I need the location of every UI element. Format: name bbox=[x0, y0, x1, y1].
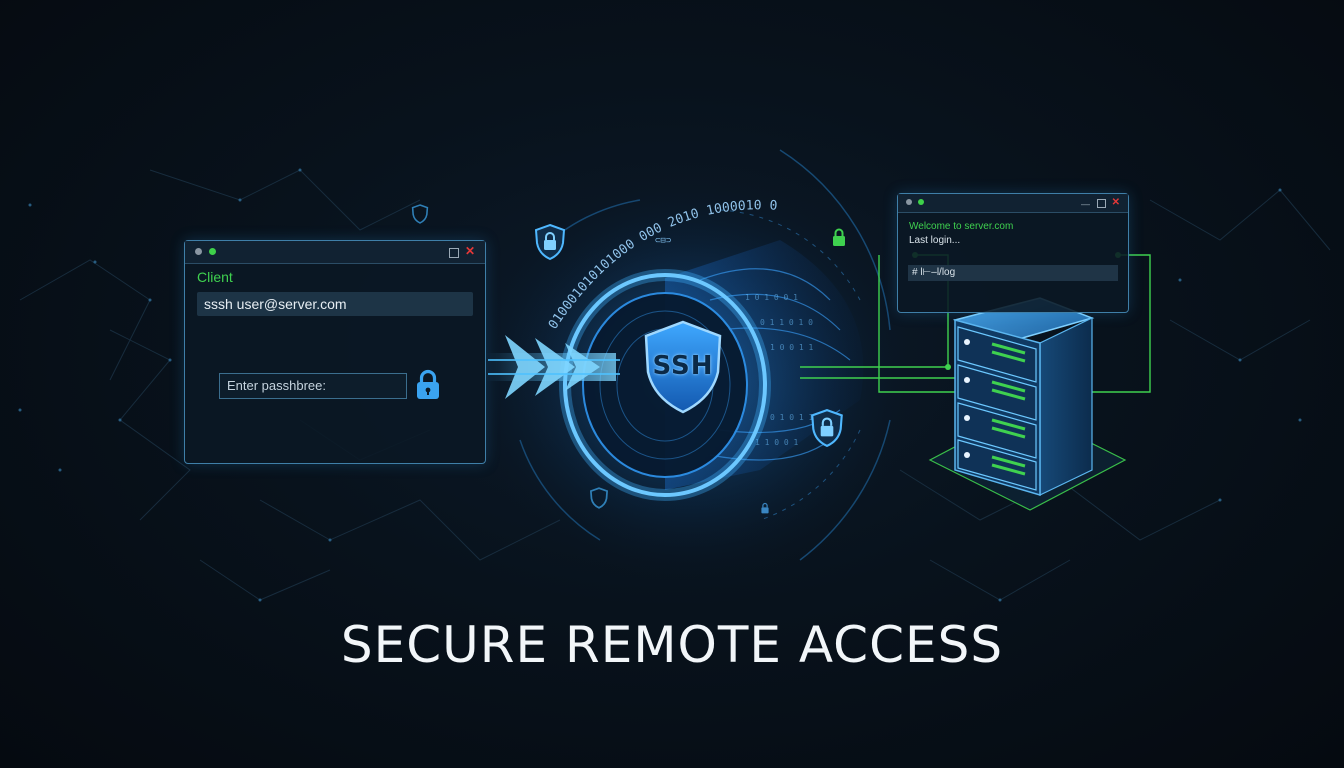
client-label: Client bbox=[197, 269, 233, 285]
window-dot-grey[interactable] bbox=[906, 199, 912, 205]
welcome-message: Welcome to server.com bbox=[909, 221, 1014, 232]
svg-text:1 0 0 1 1: 1 0 0 1 1 bbox=[770, 343, 814, 352]
ssh-shield-label: SSH bbox=[652, 351, 714, 381]
small-lock-icon bbox=[761, 502, 769, 514]
shield-icon bbox=[589, 487, 609, 509]
terminal-command-line[interactable]: # l⊢–l/log bbox=[908, 265, 1118, 281]
green-lock-icon bbox=[833, 228, 845, 246]
maximize-icon[interactable] bbox=[449, 248, 459, 258]
shield-lock-icon bbox=[534, 223, 566, 261]
last-login-text: Last login... bbox=[909, 235, 961, 246]
close-icon[interactable]: ✕ bbox=[464, 244, 475, 258]
window-dot-green[interactable] bbox=[209, 248, 216, 255]
shield-icon bbox=[411, 204, 429, 224]
page-title: SECURE REMOTE ACCESS bbox=[340, 616, 1004, 674]
close-icon[interactable]: ✕ bbox=[1111, 197, 1120, 208]
ssh-command-field[interactable]: sssh user@server.com bbox=[197, 292, 473, 316]
svg-text:0 1 0 1 1 0: 0 1 0 1 1 0 bbox=[770, 413, 823, 422]
client-window: ✕ Client sssh user@server.com Enter pass… bbox=[184, 240, 486, 464]
svg-text:1 0 1 0 0 1: 1 0 1 0 0 1 bbox=[745, 293, 798, 302]
svg-text:010001010101000 000 2010 10000: 010001010101000 000 2010 1000010 0 bbox=[546, 198, 778, 332]
svg-text:1 1 0 0 1: 1 1 0 0 1 bbox=[755, 438, 799, 447]
minimize-icon[interactable]: — bbox=[1081, 199, 1090, 209]
window-dot-grey[interactable] bbox=[195, 248, 202, 255]
shield-lock-icon bbox=[811, 408, 843, 448]
client-titlebar: ✕ bbox=[185, 241, 485, 264]
window-dot-green[interactable] bbox=[918, 199, 924, 205]
server-terminal-window: — ✕ Welcome to server.com Last login... … bbox=[897, 193, 1129, 313]
svg-text:0 1 1 0 1 0: 0 1 1 0 1 0 bbox=[760, 318, 813, 327]
passphrase-input[interactable]: Enter passhbree: bbox=[219, 373, 407, 399]
key-pill-label: ⊂⊟⊃ bbox=[655, 236, 672, 246]
maximize-icon[interactable] bbox=[1097, 199, 1106, 208]
server-titlebar: — ✕ bbox=[898, 194, 1128, 213]
lock-icon bbox=[417, 369, 439, 399]
